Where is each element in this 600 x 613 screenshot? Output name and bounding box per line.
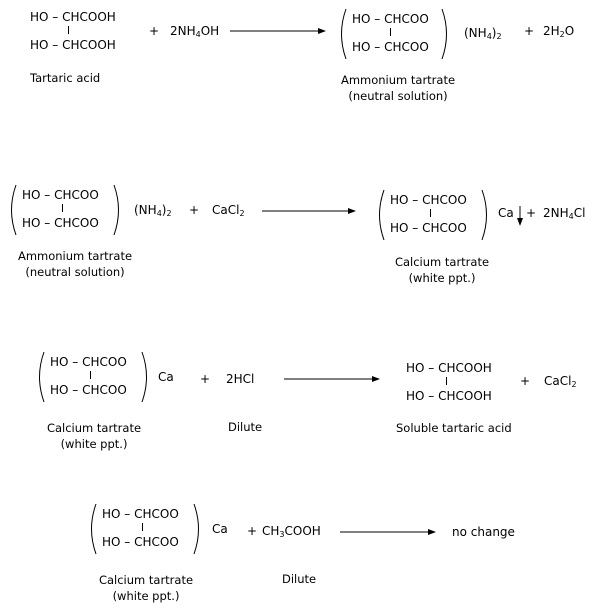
calcium-tartrate-label: Calcium tartrate (white ppt.): [394, 255, 490, 285]
ammonium-tartrate-label: Ammonium tartrate (neutral solution): [17, 249, 133, 279]
structure-bond: [142, 523, 143, 531]
calcium-chloride: CaCl2: [544, 374, 577, 389]
structure-bottom-line: HO – CHCOOH: [406, 389, 492, 403]
right-bracket: [440, 8, 452, 60]
structure-top-line: HO – CHCOO: [50, 355, 127, 369]
structure-top-line: HO – CHCOO: [102, 507, 179, 521]
structure-bottom-line: HO – CHCOO: [352, 40, 429, 54]
structure-bottom-line: HO – CHCOO: [102, 535, 179, 549]
structure-top-line: HO – CHCOO: [22, 188, 99, 202]
structure-bond: [62, 204, 63, 212]
calcium-cation: Ca: [212, 522, 228, 536]
acetic-acid: CH3COOH: [262, 524, 321, 539]
ammonium-chloride: 2NH4Cl: [543, 206, 586, 221]
plus-sign: +: [189, 203, 200, 217]
calcium-tartrate-label: Calcium tartrate (white ppt.): [46, 421, 142, 451]
plus-sign: +: [149, 24, 160, 38]
reaction-arrow: [262, 207, 356, 215]
structure-bottom-line: HO – CHCOO: [390, 221, 467, 235]
left-bracket: [336, 8, 348, 60]
structure-top-line: HO – CHCOO: [352, 12, 429, 26]
ammonium-cation: (NH4)2: [134, 203, 172, 218]
precipitate-arrow: [516, 206, 524, 226]
structure-bond: [68, 26, 69, 34]
dilute-label: Dilute: [282, 572, 317, 586]
right-bracket: [112, 184, 124, 236]
plus-sign: +: [247, 524, 258, 538]
right-bracket: [140, 351, 152, 403]
plus-sign: +: [526, 206, 537, 220]
no-change-result: no change: [452, 525, 515, 539]
calcium-cation: Ca: [498, 206, 514, 220]
structure-top-line: HO – CHCOO: [390, 193, 467, 207]
structure-bond: [430, 209, 431, 217]
hydrochloric-acid: 2HCl: [226, 372, 255, 386]
right-bracket: [192, 503, 204, 555]
tartaric-acid-label: Tartaric acid: [30, 71, 101, 85]
plus-sign: +: [524, 24, 535, 38]
structure-bond: [90, 371, 91, 379]
calcium-cation: Ca: [158, 370, 174, 384]
left-bracket: [34, 351, 46, 403]
ammonium-hydroxide: 2NH4OH: [170, 24, 220, 39]
calcium-tartrate-label: Calcium tartrate (white ppt.): [98, 573, 194, 603]
reaction-arrow: [340, 528, 436, 536]
ammonium-tartrate-label: Ammonium tartrate (neutral solution): [340, 73, 456, 103]
reaction-arrow: [230, 27, 326, 35]
water: 2H2O: [543, 24, 575, 39]
soluble-tartaric-acid-label: Soluble tartaric acid: [396, 421, 512, 435]
structure-bond: [390, 28, 391, 36]
structure-bond: [446, 377, 447, 385]
structure-bottom-line: HO – CHCOOH: [30, 38, 116, 52]
ammonium-cation: (NH4)2: [464, 26, 502, 41]
plus-sign: +: [200, 372, 211, 386]
dilute-label: Dilute: [228, 420, 263, 434]
calcium-chloride: CaCl2: [212, 203, 245, 218]
right-bracket: [480, 189, 492, 241]
structure-top-line: HO – CHCOOH: [30, 10, 116, 24]
structure-bottom-line: HO – CHCOO: [50, 383, 127, 397]
structure-bottom-line: HO – CHCOO: [22, 216, 99, 230]
structure-top-line: HO – CHCOOH: [406, 361, 492, 375]
left-bracket: [86, 503, 98, 555]
plus-sign: +: [520, 374, 531, 388]
left-bracket: [6, 184, 18, 236]
reaction-arrow: [284, 375, 380, 383]
left-bracket: [374, 189, 386, 241]
